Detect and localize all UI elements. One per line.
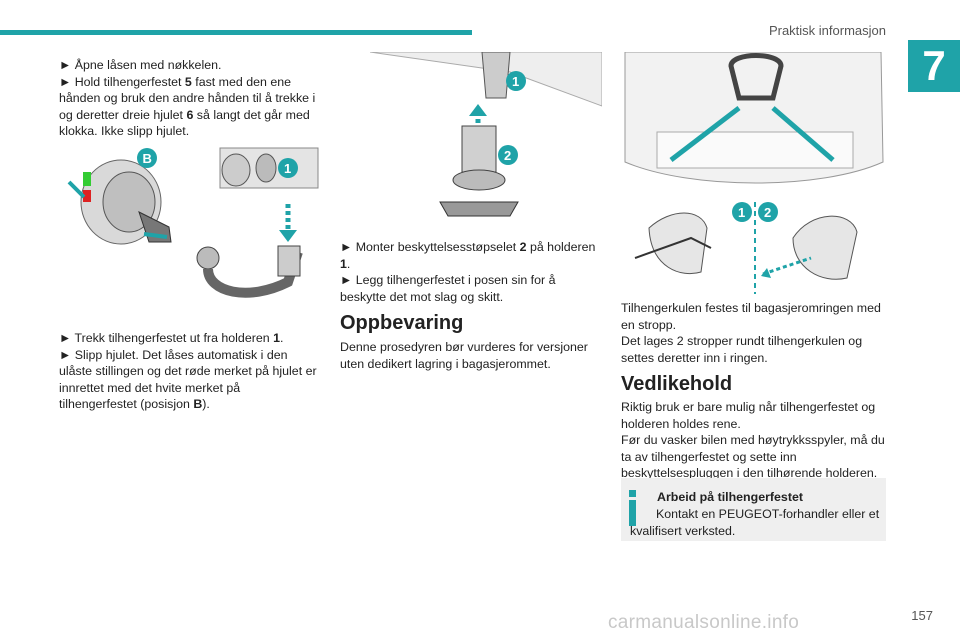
maintenance-text: Riktig bruk er bare mulig når tilhengerf… [621, 399, 886, 482]
label-badge [137, 148, 157, 168]
label-badge [498, 145, 518, 165]
instruction-step: ► Legg tilhengerfestet i posen sin for å… [340, 273, 556, 304]
info-note: Arbeid på tilhengerfestet Kontakt en PEU… [621, 478, 886, 541]
maintenance-paragraph: Før du vasker bilen med høytrykksspyler,… [621, 433, 885, 480]
strap-illustration: 1 2 [634, 202, 858, 294]
label-badge [506, 71, 526, 91]
column-1-intro: ► Åpne låsen med nøkkelen. ► Hold tilhen… [59, 57, 321, 140]
wheel-unlock-illustration: B [67, 148, 172, 245]
column-3-text: Tilhengerkulen festes til bagasjeromring… [621, 300, 886, 366]
label-badge [278, 158, 298, 178]
page-number: 157 [911, 608, 933, 623]
chapter-number: 7 [908, 40, 960, 92]
info-title: Arbeid på tilhengerfestet [657, 490, 803, 504]
column-1-steps: ► Trekk tilhengerfestet ut fra holderen … [59, 330, 321, 413]
boot-ring-illustration [624, 52, 884, 184]
instruction-step: ► Hold tilhengerfestet 5 fast med den en… [59, 74, 316, 139]
label-badge [758, 202, 778, 222]
instruction-step: ► Trekk tilhengerfestet ut fra holderen … [59, 331, 284, 345]
label-badge-text: 1 [284, 161, 291, 176]
instruction-step: ► Åpne låsen med nøkkelen. [59, 58, 222, 72]
label-badge-text: B [143, 151, 152, 166]
info-icon [629, 490, 636, 526]
strap-paragraph: Det lages 2 stropper rundt tilhengerkule… [621, 334, 863, 365]
label-badge-text: 1 [738, 205, 745, 220]
watermark: carmanualsonline.info [608, 612, 800, 633]
label-badge-text: 2 [764, 205, 771, 220]
info-body: Kontakt en PEUGEOT-forhandler eller et k… [630, 507, 880, 538]
label-badge-text: 1 [512, 74, 519, 89]
instruction-step: ► Slipp hjulet. Det låses automatisk i d… [59, 347, 317, 412]
protective-plug-illustration: 1 2 [370, 52, 602, 217]
label-badge-text: 2 [504, 148, 511, 163]
storage-paragraph: Denne prosedyren bør vurderes for versjo… [340, 340, 588, 371]
maintenance-paragraph: Riktig bruk er bare mulig når tilhengerf… [621, 400, 876, 431]
towbar-removal-illustration: 1 [196, 147, 319, 298]
header-accent-bar [0, 30, 472, 35]
label-badge [732, 202, 752, 222]
column-2-steps: ► Monter beskyttelsesstøpselet 2 på hold… [340, 239, 602, 305]
strap-paragraph: Tilhengerkulen festes til bagasjeromring… [621, 301, 881, 332]
instruction-step: ► Monter beskyttelsesstøpselet 2 på hold… [340, 240, 596, 271]
section-title: Praktisk informasjon [768, 23, 886, 38]
heading-maintenance: Vedlikehold [621, 373, 733, 395]
heading-storage: Oppbevaring [340, 312, 464, 334]
